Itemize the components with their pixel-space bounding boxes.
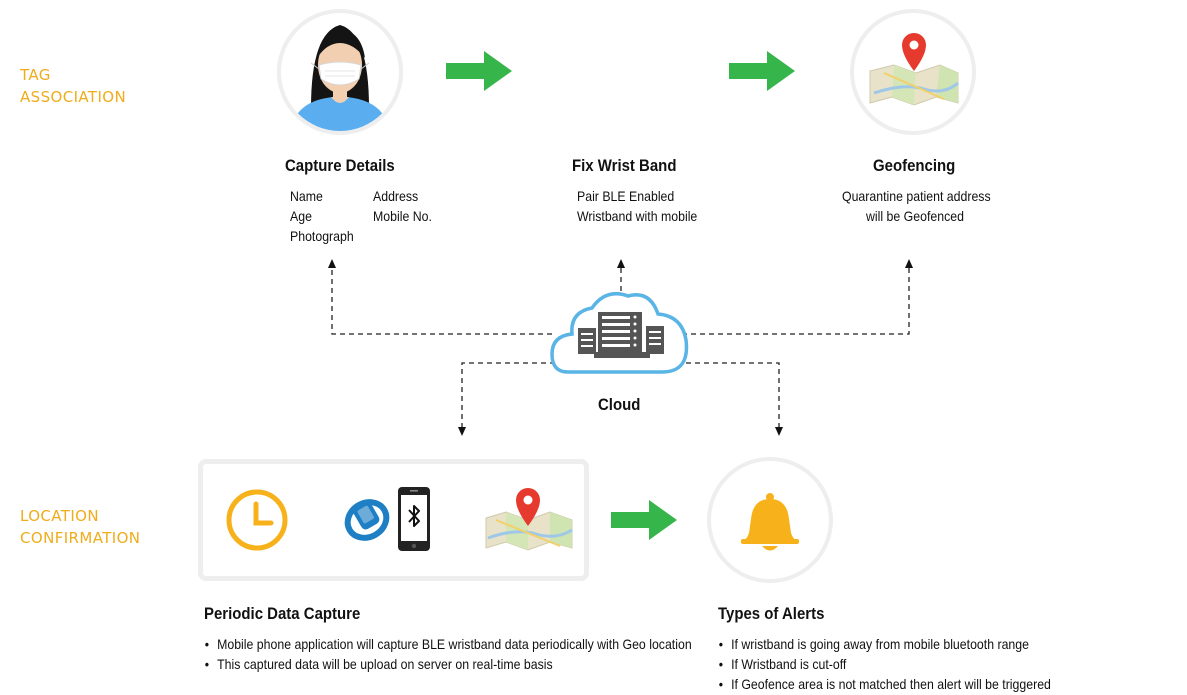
clock-icon: [226, 489, 288, 551]
arrow-right-icon: [446, 51, 512, 91]
capture-field-address: Address: [373, 188, 419, 204]
list-item: This captured data will be upload on ser…: [203, 654, 692, 674]
map-pin-icon: [485, 488, 573, 551]
capture-details-title: Capture Details: [285, 156, 395, 175]
geofencing-line-1: Quarantine patient address: [842, 188, 991, 204]
person-masked-icon: [291, 25, 389, 131]
geofencing-line-2: will be Geofenced: [866, 208, 964, 224]
list-item: If Geofence area is not matched then ale…: [717, 674, 1051, 694]
capture-field-name: Name: [290, 188, 323, 204]
list-item: If Wristband is cut-off: [717, 654, 1051, 674]
periodic-data-capture-title: Periodic Data Capture: [204, 604, 361, 623]
alerts-bullets: If wristband is going away from mobile b…: [717, 634, 1051, 694]
phone-bluetooth-icon: [398, 487, 430, 551]
arrow-right-icon: [611, 500, 677, 540]
map-pin-icon: [869, 33, 959, 106]
cloud-label: Cloud: [598, 395, 641, 414]
list-item: If wristband is going away from mobile b…: [717, 634, 1051, 654]
list-item: Mobile phone application will capture BL…: [203, 634, 692, 654]
alerts-bell-circle: [707, 457, 833, 583]
section-label-tag-association: TAG ASSOCIATION: [20, 66, 127, 106]
person-avatar: [277, 9, 403, 135]
capture-field-photograph: Photograph: [290, 228, 354, 244]
capture-field-mobile: Mobile No.: [373, 208, 432, 224]
wristband-line-2: Wristband with mobile: [577, 208, 698, 224]
capture-field-age: Age: [290, 208, 312, 224]
cloud-server-icon: [550, 292, 689, 374]
bell-icon: [741, 493, 799, 551]
fix-wrist-band-title: Fix Wrist Band: [572, 156, 677, 175]
section-label-location-confirmation: LOCATION CONFIRMATION: [20, 507, 141, 547]
arrow-right-icon: [729, 51, 795, 91]
geofencing-title: Geofencing: [873, 156, 956, 175]
periodic-bullets: Mobile phone application will capture BL…: [203, 634, 692, 674]
geofence-map-circle: [850, 9, 976, 135]
types-of-alerts-title: Types of Alerts: [718, 604, 825, 623]
wristband-icon: [344, 499, 390, 541]
wristband-line-1: Pair BLE Enabled: [577, 188, 675, 204]
